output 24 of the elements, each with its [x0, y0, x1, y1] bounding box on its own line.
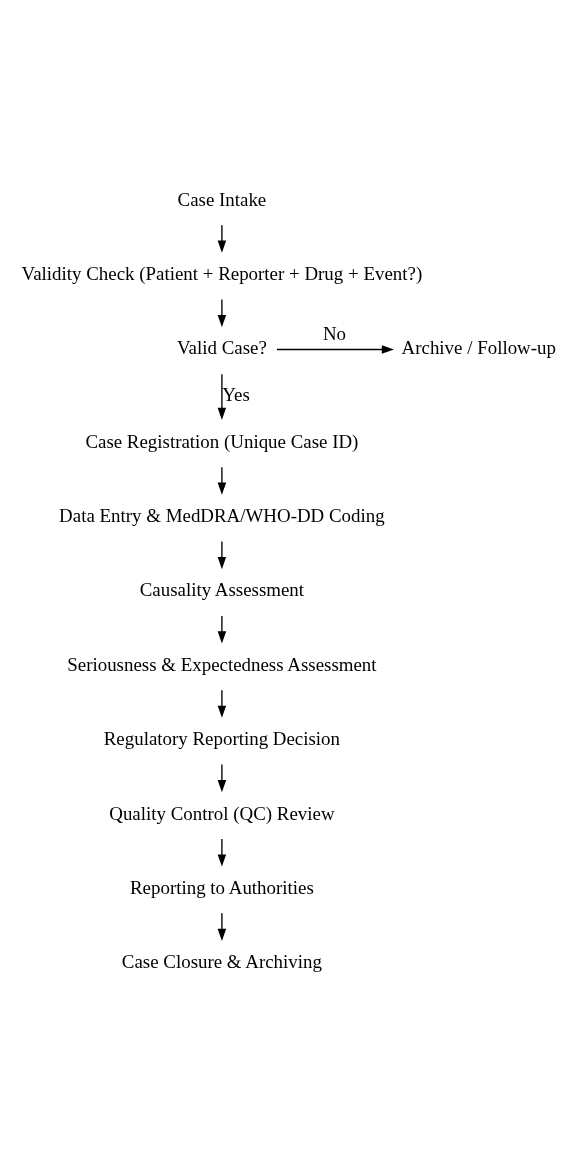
arrow	[276, 344, 394, 354]
arrow	[217, 912, 227, 941]
arrow	[217, 466, 227, 495]
node-text: Regulatory Reporting Decision	[103, 727, 341, 749]
node-text: Archive / Follow-up	[401, 336, 556, 358]
node-text: Causality Assessment	[139, 578, 305, 600]
node-text: Seriousness & Expectedness Assessment	[67, 653, 377, 675]
arrow	[217, 224, 227, 253]
node-text: Case Intake	[177, 188, 267, 210]
arrow	[217, 540, 227, 569]
node-text: Valid Case?	[177, 336, 267, 358]
arrow	[217, 689, 227, 718]
node-text: Validity Check (Patient + Reporter + Drug + Event?)	[21, 262, 423, 284]
arrow	[217, 763, 227, 792]
node-text: Data Entry & MedDRA/WHO-DD Coding	[59, 504, 385, 526]
node-text: Quality Control (QC) Review	[109, 802, 335, 824]
edge-label: No	[322, 322, 347, 344]
arrow	[217, 614, 227, 643]
node-text: Case Registration (Unique Case ID)	[85, 430, 359, 452]
node-text: Case Closure & Archiving	[121, 950, 322, 972]
arrow	[217, 372, 227, 420]
node-text: Reporting to Authorities	[130, 876, 314, 898]
arrow	[217, 298, 227, 327]
arrow	[217, 837, 227, 867]
